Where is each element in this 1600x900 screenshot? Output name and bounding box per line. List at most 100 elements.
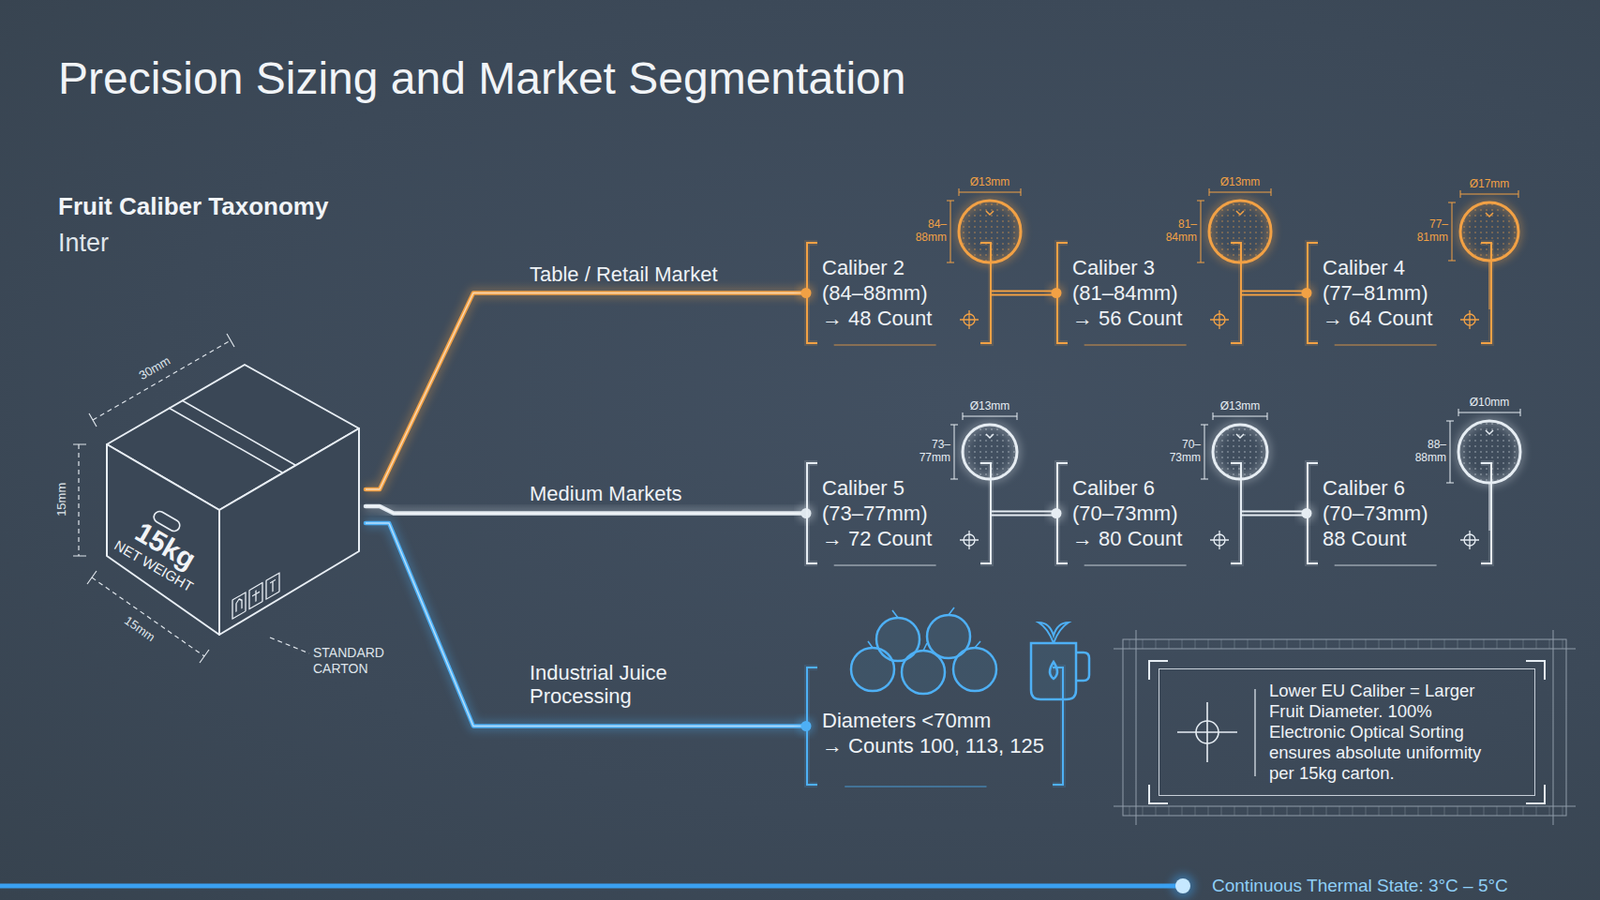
bracket-line (1307, 242, 1492, 344)
connector-core (991, 292, 1057, 295)
crosshair (1460, 530, 1480, 550)
fruit-dimension (946, 188, 1519, 310)
fruit-dimension (946, 188, 1021, 263)
count-text: → 72 Count (822, 525, 985, 552)
connector-line (1241, 510, 1307, 517)
caliber-bracket: Caliber 6 (70–73mm)88 Count (1306, 462, 1493, 565)
bracket-glow (1307, 463, 1492, 564)
edge-label: Industrial Juice Processing (529, 660, 708, 708)
fruit (986, 430, 1494, 438)
carton-print: 15kgNET WEIGHT (104, 507, 218, 599)
connector-glow (365, 523, 807, 727)
crosshair (1210, 530, 1229, 550)
caliber-bracket: Caliber 3 (81–84mm)→ 56 Count (1056, 241, 1242, 344)
bracket-glow (1307, 242, 1492, 344)
connector-core (365, 506, 807, 514)
connector-glow (365, 506, 807, 514)
caliber-bracket: Caliber 2 (84–88mm)→ 48 Count (806, 241, 992, 344)
dimension-line (78, 340, 310, 657)
fruit-dimension (950, 408, 1521, 531)
count-text: → 56 Count (1072, 305, 1235, 331)
note-frame (1122, 639, 1567, 649)
dimension-tick (73, 333, 235, 663)
dimension-line (269, 637, 310, 654)
carton-box: 15kgNET WEIGHT (93, 356, 366, 647)
range-label: 73–77mm (912, 437, 951, 464)
connector-line (1241, 290, 1307, 297)
bracket-glow (1057, 242, 1242, 344)
count-text: → 48 Count (822, 305, 985, 331)
bracket-underglow (1084, 564, 1187, 567)
connector (365, 523, 815, 735)
carton (106, 364, 359, 635)
bracket-line (1057, 242, 1242, 344)
juice-jug-icon (1031, 642, 1077, 700)
edge-label: Medium Markets (529, 481, 783, 506)
crosshair (1460, 310, 1480, 329)
connector-core (991, 512, 1057, 515)
carton (168, 400, 296, 473)
connector (365, 505, 815, 523)
bracket-underglow (834, 343, 937, 346)
juice-bracket: Diameters <70mm→ Counts 100, 113, 125 (806, 666, 1064, 786)
diameter-label: Ø13mm (961, 175, 1018, 189)
caliber-bracket: Caliber 6 (70–73mm)→ 80 Count (1056, 462, 1242, 565)
note-frame (1113, 629, 1576, 825)
carton (232, 592, 246, 619)
dimension-line (77, 444, 79, 556)
note-text-block: Lower EU Caliber = Larger Fruit Diameter… (1269, 680, 1509, 784)
orange-icon (953, 647, 997, 691)
note-crosshair (1177, 688, 1256, 777)
caliber-name: Caliber 5 (73–77mm) (822, 475, 944, 526)
range-label: 70–73mm (1163, 437, 1201, 464)
thermal-bar (0, 883, 1183, 889)
count-text: → 64 Count (1322, 305, 1485, 331)
title: Precision Sizing and Market Segmentation (58, 51, 906, 106)
fruit-dimension (1196, 188, 1272, 263)
dimension-label: 15mm (116, 609, 164, 648)
juice-text: → Counts 100, 113, 125 (822, 732, 1055, 759)
callout-label: STANDARD CARTON (313, 644, 403, 677)
diameter-label: Ø13mm (1211, 175, 1269, 189)
count-text: → 80 Count (1072, 525, 1235, 552)
caliber-bracket: Caliber 5 (73–77mm)→ 72 Count (806, 462, 992, 565)
edge-label: Table / Retail Market (529, 262, 783, 286)
bracket-underglow (1334, 564, 1437, 567)
subtitle: Fruit Caliber Taxonomy (58, 192, 471, 222)
caliber-name: Caliber 2 (84–88mm) (822, 254, 944, 306)
thermal-bar (1170, 873, 1196, 898)
fruit-dimension (1448, 190, 1519, 310)
note-crosshair (1196, 720, 1219, 744)
fruit-dimension (1446, 408, 1521, 531)
connector-core (1241, 512, 1307, 515)
connector-glow (365, 293, 807, 490)
thermal-bar (1175, 878, 1191, 894)
bracket-glow (807, 667, 1063, 785)
connector (991, 505, 1065, 523)
note-text: Lower EU Caliber = Larger Fruit Diameter… (1269, 680, 1509, 784)
bracket-line (807, 463, 991, 564)
range-label: 84–88mm (909, 217, 947, 244)
range-label: 81–84mm (1159, 217, 1197, 244)
connector (1241, 505, 1316, 523)
caliber-name: Caliber 3 (81–84mm) (1072, 254, 1195, 306)
orange-icon (851, 647, 895, 691)
connector-line (991, 290, 1057, 297)
connector-line (365, 523, 807, 727)
carton (236, 577, 276, 613)
bracket-glow (1057, 463, 1242, 564)
fruit-dimension (1200, 412, 1268, 479)
diameter-label: Ø13mm (1211, 399, 1269, 413)
status-label: Continuous Thermal State: 3°C – 5°C (1211, 875, 1587, 898)
bracket-line (1307, 463, 1492, 564)
bracket-line (807, 667, 1063, 785)
note-corner (1149, 660, 1545, 804)
note-box: Lower EU Caliber = Larger Fruit Diameter… (1158, 668, 1536, 796)
note-frame (1113, 629, 1576, 825)
thermal-bar (0, 873, 1196, 898)
dimension-label: 30mm (126, 347, 183, 389)
bracket-line (1057, 463, 1242, 564)
connector-core (1241, 292, 1307, 295)
